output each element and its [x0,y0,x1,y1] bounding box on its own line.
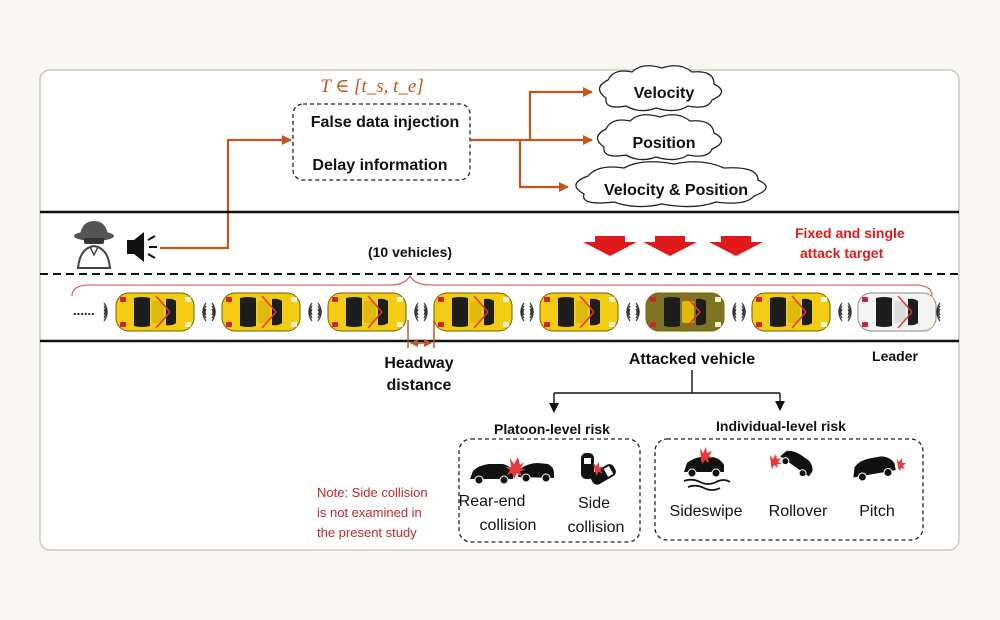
platoon-risk-title: Platoon-level risk [494,421,610,437]
hacker-icon [74,221,114,269]
down-arrow-icon [583,236,637,256]
car-icon [751,292,831,332]
wifi-signal-icon [414,302,419,322]
side-label-line2: collision [568,519,625,536]
cloud-position: Position [596,114,723,161]
rear-end-collision-icon [470,457,554,485]
wifi-signal-icon [838,302,843,322]
individual-risk-box [654,438,924,541]
wifi-signal-icon [741,302,746,322]
target-velocity-position: Velocity & Position [604,182,748,199]
leader-car-icon [857,292,937,332]
wifi-signal-icon [308,302,313,322]
platoon-ellipsis: ...... [73,303,95,318]
note-line2: is not examined in [317,505,422,520]
pitch-icon [853,456,906,482]
wifi-signal-icon [936,302,941,322]
car-icon [327,292,407,332]
attacked-vehicle-label: Attacked vehicle [629,351,755,368]
vehicle-platoon [103,292,941,332]
risk-tree-connector [549,370,785,413]
down-arrow-icon [643,236,697,256]
wifi-signal-icon [423,302,428,322]
wifi-signal-icon [732,302,737,322]
cloud-velocity: Velocity [598,65,723,112]
target-note-line1: Fixed and single [795,225,905,241]
car-icon [539,292,619,332]
arrow-to-velocity [528,87,593,140]
wifi-signal-icon [847,302,852,322]
wifi-signal-icon [317,302,322,322]
attack-flow-arrows [160,87,593,250]
down-arrow-icon [709,236,763,256]
side-label-line1: Side [578,495,610,512]
speaker-icon [127,232,157,262]
rear-end-label-line2: collision [480,517,537,534]
wifi-signal-icon [635,302,640,322]
leader-label: Leader [872,348,918,364]
wifi-signal-icon [202,302,207,322]
arrow-to-velocity-position [518,140,569,192]
attack-type-box [292,103,471,181]
side-collision-icon [581,453,616,485]
trigger-condition: T ∈ [t_s, t_e] [320,76,423,97]
wifi-signal-icon [211,302,216,322]
attack-type-delay: Delay information [312,157,447,174]
target-velocity: Velocity [634,85,695,102]
rollover-label: Rollover [769,503,828,520]
cloud-velocity-position: Velocity & Position [575,161,767,208]
individual-risk-title: Individual-level risk [716,418,846,434]
headway-label-line2: distance [387,377,452,394]
wifi-signal-icon [520,302,525,322]
sideswipe-label: Sideswipe [670,503,743,520]
platoon-brace [71,274,933,297]
wifi-signal-icon [626,302,631,322]
car-icon [115,292,195,332]
pitch-label: Pitch [859,503,895,520]
attacked-vehicle-car-icon [645,292,725,332]
platoon-label: (10 vehicles) [368,244,452,260]
attack-type-false-data: False data injection [311,114,459,131]
rollover-icon [770,450,813,478]
note-line1: Note: Side collision [317,485,428,500]
wifi-signal-icon [529,302,534,322]
wifi-signal-icon [103,302,108,322]
sideswipe-icon [683,447,731,491]
note-line3: the present study [317,525,417,540]
rear-end-label-line1: Rear-end [459,493,526,510]
target-position: Position [632,135,695,152]
target-note-line2: attack target [800,245,884,261]
car-icon [433,292,513,332]
arrow-attacker-to-box [160,135,292,250]
headway-label-line1: Headway [384,355,453,372]
car-icon [221,292,301,332]
attack-indicator-arrows [583,236,763,256]
platoon-risk-box [458,438,641,543]
